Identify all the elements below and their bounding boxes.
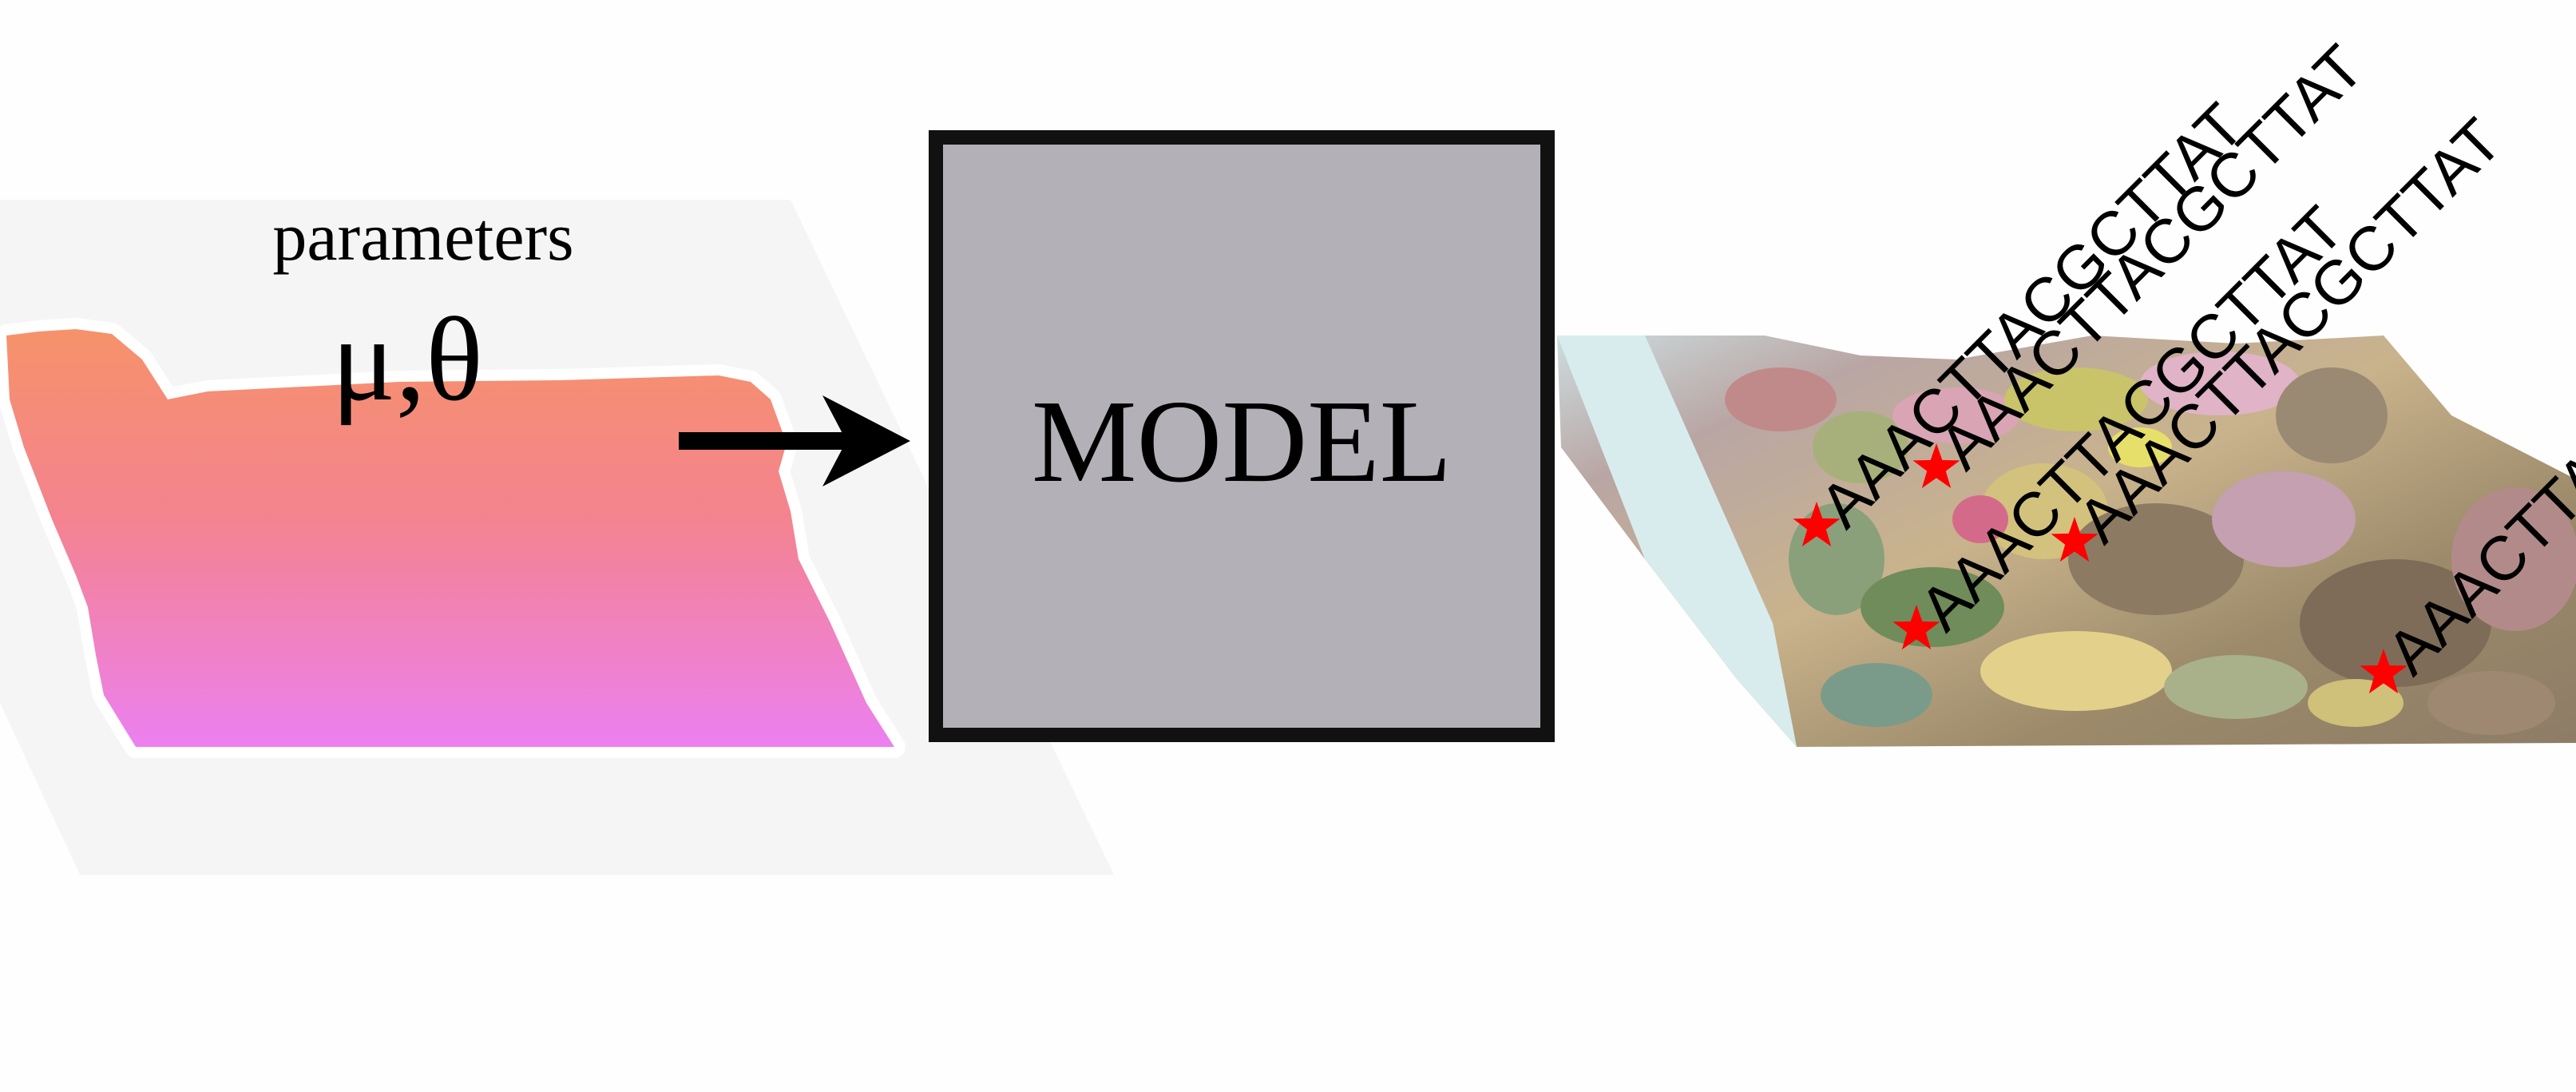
model-label: MODEL [1032, 376, 1452, 507]
parameter-symbols: μ,θ [331, 293, 483, 426]
model-box: MODEL [936, 137, 1548, 735]
parameters-label: parameters [272, 198, 573, 275]
